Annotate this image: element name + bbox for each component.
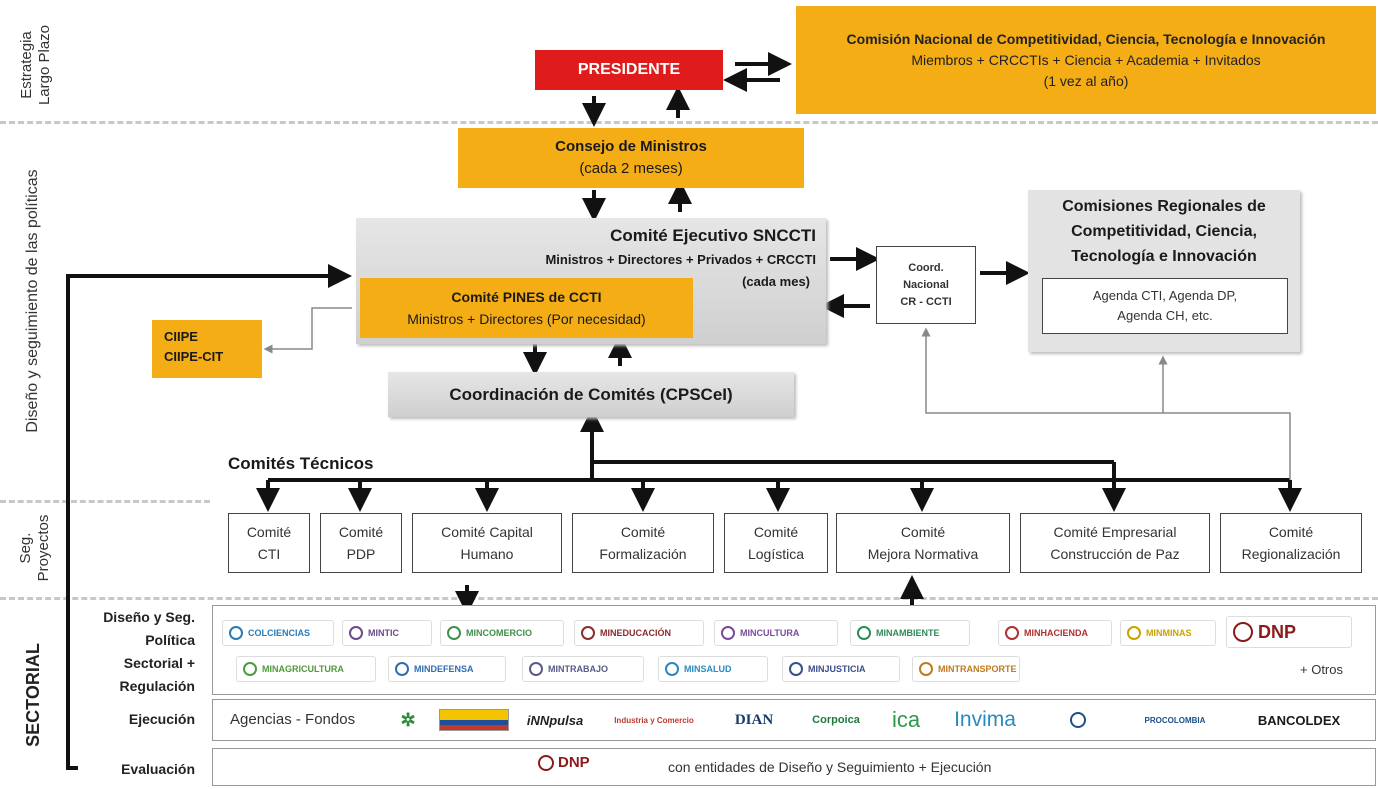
comite-ejecutivo-title: Comité Ejecutivo SNCCTI <box>610 226 816 245</box>
sena-icon: ✲ <box>400 710 416 730</box>
evaluation-label: Evaluación <box>121 761 195 777</box>
evaluation-band <box>212 748 1376 786</box>
consejo-title: Consejo de Ministros <box>555 138 707 155</box>
comisiones-regionales-box: Comisiones Regionales de Competitividad,… <box>1028 190 1300 352</box>
colciencias-icon <box>229 626 243 640</box>
logo-mintic: MINTIC <box>342 620 432 646</box>
supersociedades-icon <box>1070 712 1086 728</box>
otros-label: + Otros <box>1300 662 1343 677</box>
design-policy-label: Diseño y Seg. Política Sectorial + Regul… <box>103 609 195 694</box>
comite-pines-members: Ministros + Directores (Por necesidad) <box>407 311 646 327</box>
logo-bancoldex: BANCOLDEX <box>1257 712 1341 728</box>
logo-dian: DIAN <box>734 711 774 728</box>
coord-nacional-box: Coord. Nacional CR - CCTI <box>876 246 976 324</box>
logo-minminas: MINMINAS <box>1120 620 1216 646</box>
mincultura-icon <box>721 626 735 640</box>
consejo-ministros-box: Consejo de Ministros (cada 2 meses) <box>458 128 804 188</box>
mintransporte-icon <box>919 662 933 676</box>
minsalud-icon <box>665 662 679 676</box>
divider-projects <box>0 500 210 503</box>
evaluation-text: con entidades de Diseño y Seguimiento + … <box>668 759 992 775</box>
logo-corpoica: Corpoica <box>812 714 860 726</box>
comite-ejecutivo-frequency: (cada mes) <box>742 274 810 289</box>
divider-strategy <box>0 121 1378 124</box>
presidente-label: PRESIDENTE <box>577 61 681 78</box>
execution-band <box>212 699 1376 741</box>
mindefensa-icon <box>395 662 409 676</box>
agenda-box: Agenda CTI, Agenda DP, Agenda CH, etc. <box>1042 278 1288 334</box>
presidente-box: PRESIDENTE <box>535 50 723 90</box>
minjusticia-icon <box>789 662 803 676</box>
logo-mineducacion: MINEDUCACIÓN <box>574 620 704 646</box>
minminas-icon <box>1127 626 1141 640</box>
comite-pines-title: Comité PINES de CCTI <box>451 289 602 305</box>
ciipe-label: CIIPE <box>164 329 198 344</box>
comites-tecnicos-title: Comités Técnicos <box>228 454 374 473</box>
comision-nacional-members: Miembros + CRCCTIs + Ciencia + Academia … <box>911 51 1261 68</box>
logo-mintrabajo: MINTRABAJO <box>522 656 644 682</box>
dnp-icon <box>1233 622 1253 642</box>
logo-mintransporte: MINTRANSPORTE <box>912 656 1020 682</box>
logo-colciencias: COLCIENCIAS <box>222 620 334 646</box>
comision-nacional-title: Comisión Nacional de Competitividad, Cie… <box>846 30 1326 47</box>
logo-innpulsa: iNNpulsa <box>526 712 584 728</box>
divider-sectoral <box>0 597 1378 600</box>
logo-mincomercio: MINCOMERCIO <box>440 620 564 646</box>
logo-minjusticia: MINJUSTICIA <box>782 656 900 682</box>
ciipe-box: CIIPE CIIPE-CIT <box>152 320 262 378</box>
minambiente-icon <box>857 626 871 640</box>
logo-procolombia: PROCOLOMBIA <box>1144 715 1206 725</box>
flag-icon <box>439 709 509 731</box>
execution-label: Ejecución <box>128 711 195 727</box>
comisiones-regionales-title: Comisiones Regionales de Competitividad,… <box>1062 198 1266 265</box>
minagricultura-icon <box>243 662 257 676</box>
logo-supersociedades <box>1048 706 1108 734</box>
mintrabajo-icon <box>529 662 543 676</box>
logo-colombia-flag <box>438 706 510 734</box>
logo-mindefensa: MINDEFENSA <box>388 656 506 682</box>
agencias-label: Agencias - Fondos <box>230 711 356 728</box>
logo-dnp: DNP <box>1226 616 1352 648</box>
comite-pines-box: Comité PINES de CCTI Ministros + Directo… <box>360 278 693 338</box>
ciipe-cit-label: CIIPE-CIT <box>164 349 224 364</box>
mintic-icon <box>349 626 363 640</box>
logo-sena: ✲ <box>386 706 430 734</box>
logo-minhacienda: MINHACIENDA <box>998 620 1112 646</box>
comite-ejecutivo-members: Ministros + Directores + Privados + CRCC… <box>545 252 816 267</box>
mineducacion-icon <box>581 626 595 640</box>
coordinacion-label: Coordinación de Comités (CPSCeI) <box>449 384 733 404</box>
comision-nacional-box: Comisión Nacional de Competitividad, Cie… <box>796 6 1376 114</box>
logo-mincultura: MINCULTURA <box>714 620 838 646</box>
minhacienda-icon <box>1005 626 1019 640</box>
mincomercio-icon <box>447 626 461 640</box>
logo-ica: ica <box>891 707 921 732</box>
comision-nacional-frequency: (1 vez al año) <box>1043 72 1129 89</box>
dnp-eval-icon <box>538 754 554 771</box>
logo-minambiente: MINAMBIENTE <box>850 620 970 646</box>
logo-invima: Invima <box>954 708 1016 731</box>
logo-minagricultura: MINAGRICULTURA <box>236 656 376 682</box>
logo-industria-comercio: Industria y Comercio <box>614 715 694 725</box>
logo-dnp-eval: DNP <box>538 754 590 771</box>
consejo-frequency: (cada 2 meses) <box>579 160 683 177</box>
coordinacion-box: Coordinación de Comités (CPSCeI) <box>388 372 794 417</box>
logo-minsalud: MINSALUD <box>658 656 768 682</box>
